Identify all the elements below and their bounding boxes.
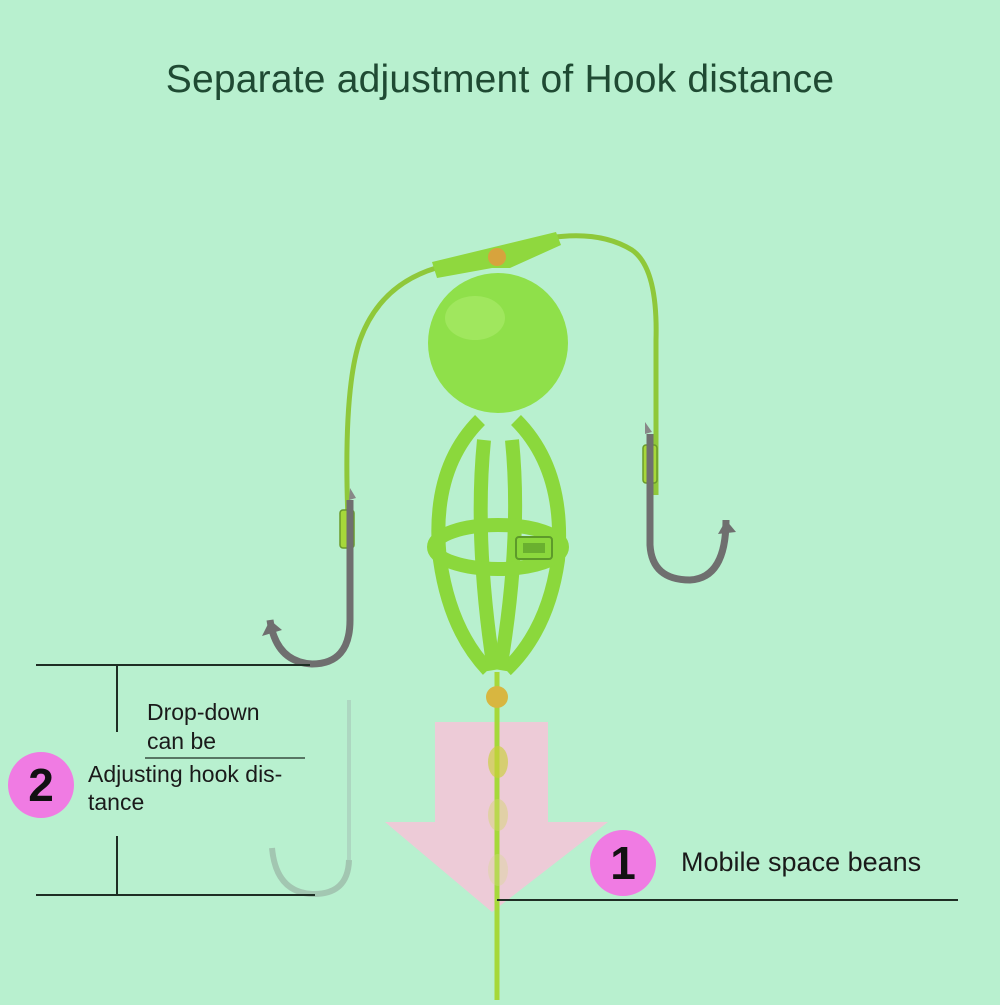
float-ball [428,273,568,413]
ghost-hook [269,700,352,898]
callout-two-line4: tance [88,789,145,815]
ghost-bean [488,799,508,831]
left-arm [344,265,437,521]
callout-two-line3: Adjusting hook dis- [88,761,283,787]
badge-one: 1 [590,830,656,896]
callout-one-text: Mobile space beans [681,847,922,877]
bottom-bead [486,686,508,708]
hook-distance-dimension [36,664,315,896]
badge-two-number: 2 [28,759,54,811]
page-title: Separate adjustment of Hook distance [165,58,835,101]
ghost-bean [488,854,508,886]
callout-two-line2: can be [147,728,217,754]
right-hook [642,422,736,584]
float-highlight [445,296,505,340]
left-hook [262,488,356,668]
right-arm [547,233,659,495]
ghost-bean [488,746,508,778]
top-bead [488,248,506,266]
cage-clip-slot [523,543,545,553]
badge-one-number: 1 [610,837,636,889]
badge-two: 2 [8,752,74,818]
callout-two-line1: Drop-down [147,699,260,725]
feeder-cage [427,415,569,676]
